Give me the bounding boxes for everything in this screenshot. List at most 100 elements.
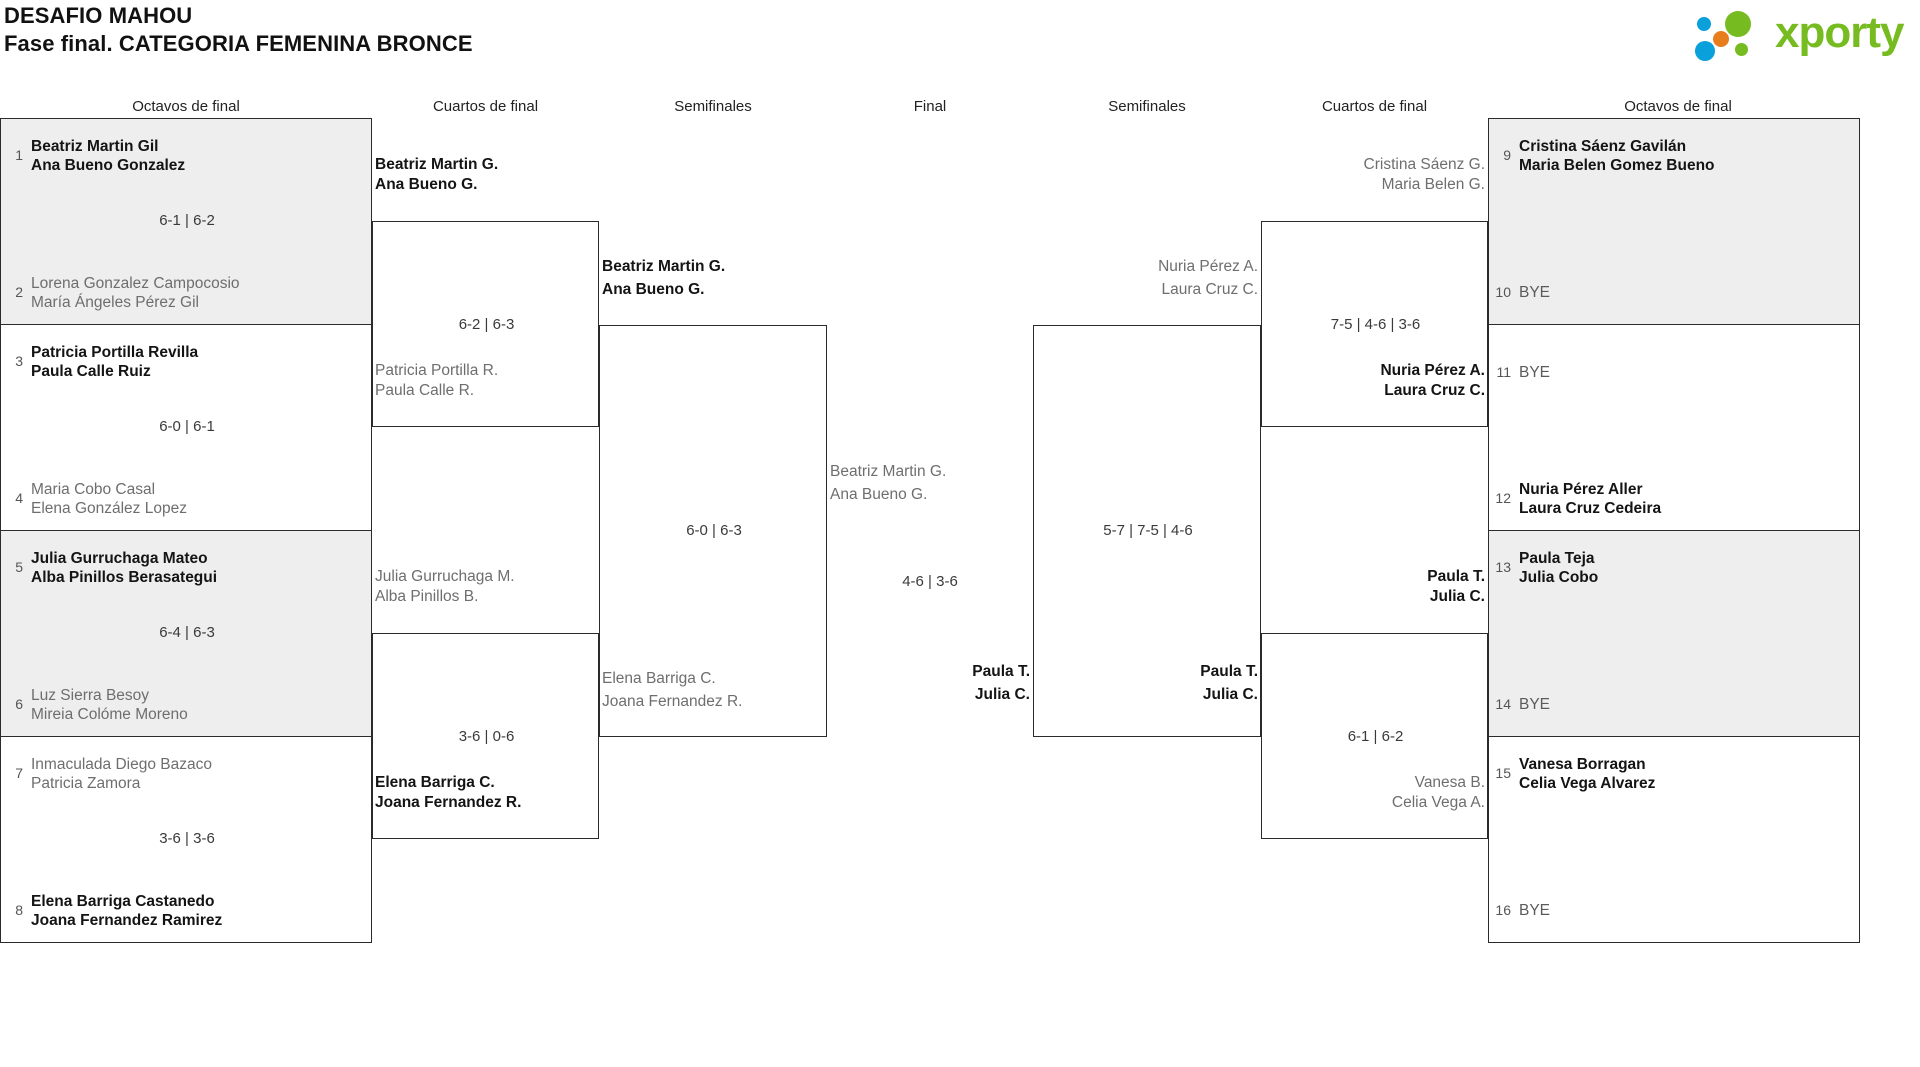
left-sf-bottom-line1: Elena Barriga C. [602,670,716,687]
round-header-left-r16: Octavos de final [132,98,240,115]
team-name-line1: Patricia Portilla Revilla [31,344,199,361]
bye-label: BYE [1519,902,1551,919]
right-qf-1-bottom-line1: Nuria Pérez A. [1380,362,1485,379]
right-qf-2-top-line1: Paula T. [1427,568,1485,585]
seed-number: 1 [15,147,23,163]
left-qf-1-top-line1: Beatriz Martin G. [375,156,499,173]
match-score: 7-5 | 4-6 | 3-6 [1330,316,1421,333]
team-name-line1: Cristina Sáenz Gavilán [1519,138,1687,155]
seed-number: 4 [15,490,23,506]
final-top-line1: Beatriz Martin G. [830,463,947,480]
match-score: 5-7 | 7-5 | 4-6 [1103,522,1193,539]
left-qf-2-bottom-line2: Joana Fernandez R. [375,794,522,811]
team-name-line2: Patricia Zamora [31,775,141,792]
team-name-line2: Laura Cruz Cedeira [1519,500,1662,517]
logo-dot-orange [1713,31,1729,47]
final-bottom-line1: Paula T. [972,663,1030,680]
seed-number: 6 [15,696,23,712]
match-score: 6-4 | 6-3 [159,624,215,641]
right-sf-bottom-line1: Paula T. [1200,663,1258,680]
seed-number: 10 [1495,284,1511,300]
right-qf-match-1-connector[interactable]: 7-5 | 4-6 | 3-6 [1261,221,1488,427]
left-r16-match-4[interactable]: 7 Inmaculada Diego Bazaco Patricia Zamor… [0,736,372,943]
team-name-line2: Joana Fernandez Ramirez [31,912,223,929]
team-name-line2: Mireia Colóme Moreno [31,706,188,723]
right-qf-2-top-line2: Julia C. [1429,588,1485,605]
left-qf-1-bottom-line1: Patricia Portilla R. [375,362,499,379]
seed-number: 16 [1495,902,1511,918]
bye-label: BYE [1519,696,1551,713]
xporty-logo[interactable]: xporty [1695,5,1910,61]
right-qf-match-2-connector[interactable]: 6-1 | 6-2 [1261,633,1488,839]
team-name-line2: Elena González Lopez [31,500,187,517]
left-qf-2-bottom-line1: Elena Barriga C. [375,774,495,791]
left-qf-2-top-line1: Julia Gurruchaga M. [375,568,515,585]
round-header-left-sf: Semifinales [674,98,752,115]
left-sf-top-line1: Beatriz Martin G. [602,258,726,275]
left-qf-match-2-connector[interactable]: 3-6 | 0-6 [372,633,599,839]
team-name-line2: Paula Calle Ruiz [31,363,151,380]
match-score: 3-6 | 0-6 [458,728,515,745]
final-top-line2: Ana Bueno G. [830,486,928,503]
right-qf-2-bottom-line2: Celia Vega A. [1391,794,1485,811]
left-r16-match-1[interactable]: 1 Beatriz Martin Gil Ana Bueno Gonzalez … [0,118,372,325]
right-sf-top-line2: Laura Cruz C. [1161,281,1258,298]
team-name-line1: Nuria Pérez Aller [1519,481,1643,498]
seed-number: 14 [1495,696,1511,712]
team-name-line1: Luz Sierra Besoy [31,687,150,704]
right-qf-2-bottom-line1: Vanesa B. [1414,774,1485,791]
team-name-line1: Elena Barriga Castanedo [31,893,215,910]
seed-number: 15 [1495,765,1511,781]
match-score: 6-0 | 6-3 [686,522,742,539]
team-name-line1: Beatriz Martin Gil [31,138,159,155]
team-name-line1: Julia Gurruchaga Mateo [31,550,208,567]
logo-dot-blue-small [1697,17,1711,31]
left-sf-bottom-line2: Joana Fernandez R. [602,693,743,710]
match-score: 6-1 | 6-2 [1347,728,1404,745]
match-score: 6-1 | 6-2 [159,212,215,229]
team-name-line1: Maria Cobo Casal [31,481,156,498]
bye-label: BYE [1519,284,1551,301]
match-score: 3-6 | 3-6 [159,830,215,847]
team-name-line2: Alba Pinillos Berasategui [31,569,218,586]
logo-dot-green-small [1735,43,1748,56]
logo-wordmark: xporty [1775,8,1904,57]
match-score: 6-0 | 6-1 [159,418,215,435]
team-name-line2: María Ángeles Pérez Gil [31,294,199,311]
left-qf-match-1-connector[interactable]: 6-2 | 6-3 [372,221,599,427]
left-sf-top-line2: Ana Bueno G. [602,281,705,298]
right-qf-1-bottom-line2: Laura Cruz C. [1384,382,1485,399]
bye-label: BYE [1519,364,1551,381]
seed-number: 3 [15,353,23,369]
right-sf-top-line1: Nuria Pérez A. [1158,258,1258,275]
right-r16-match-4[interactable]: 15 Vanesa Borragan Celia Vega Alvarez 16… [1488,736,1860,943]
seed-number: 13 [1495,559,1511,575]
seed-number: 11 [1496,364,1511,380]
right-sf-connector[interactable]: 5-7 | 7-5 | 4-6 [1033,325,1261,737]
round-header-right-r16: Octavos de final [1624,98,1732,115]
left-r16-match-3[interactable]: 5 Julia Gurruchaga Mateo Alba Pinillos B… [0,530,372,737]
right-r16-match-2[interactable]: 11 BYE 12 Nuria Pérez Aller Laura Cruz C… [1488,324,1860,531]
logo-dot-blue-large [1695,41,1715,61]
round-header-right-qf: Cuartos de final [1321,98,1428,115]
tournament-category: Fase final. CATEGORIA FEMENINA BRONCE [4,31,473,56]
team-name-line2: Maria Belen Gomez Bueno [1519,157,1715,174]
round-header-final: Final [913,98,947,115]
right-qf-1-top-line1: Cristina Sáenz G. [1363,156,1485,173]
round-header-left-qf: Cuartos de final [432,98,539,115]
right-r16-match-3[interactable]: 13 Paula Teja Julia Cobo 14 BYE [1488,530,1860,737]
round-header-right-sf: Semifinales [1108,98,1186,115]
left-sf-connector[interactable]: 6-0 | 6-3 [599,325,827,737]
team-name-line2: Julia Cobo [1519,569,1599,586]
match-score: 6-2 | 6-3 [458,316,515,333]
seed-number: 9 [1503,147,1511,163]
left-qf-2-top-line2: Alba Pinillos B. [375,588,479,605]
right-sf-bottom-line2: Julia C. [1202,686,1258,703]
seed-number: 12 [1495,490,1511,506]
final-score: 4-6 | 3-6 [902,573,958,590]
final-bottom-line2: Julia C. [974,686,1030,703]
right-r16-match-1[interactable]: 9 Cristina Sáenz Gavilán Maria Belen Gom… [1488,118,1860,325]
left-qf-1-top-line2: Ana Bueno G. [375,176,478,193]
left-r16-match-2[interactable]: 3 Patricia Portilla Revilla Paula Calle … [0,324,372,531]
seed-number: 5 [15,559,23,575]
